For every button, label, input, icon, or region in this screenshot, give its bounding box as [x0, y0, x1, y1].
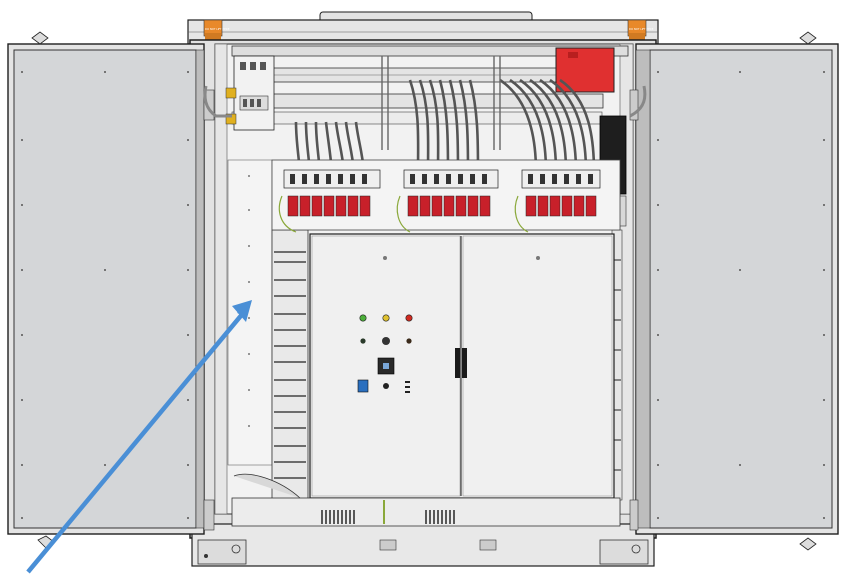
warning-label-left: DO NOT LIFT HERE: [203, 19, 230, 41]
door-handle-icon: [455, 348, 467, 378]
svg-text:DO NOT LIFT HERE: DO NOT LIFT HERE: [629, 27, 654, 31]
cabinet-base: [191, 523, 655, 567]
left-cable-duct: [271, 229, 309, 501]
top-rail: [231, 45, 629, 57]
indicator-lamp-icon: [359, 314, 367, 322]
breaker-group-3: [521, 169, 601, 217]
left-door: [7, 31, 215, 549]
indicator-lamp-icon: [382, 314, 390, 322]
left-mounting-plate: [227, 159, 273, 466]
indicator-lamp-icon: [405, 314, 413, 322]
selector-switch-icon: [377, 357, 395, 375]
hinge-icon: [799, 31, 817, 45]
indicator-lamps: [359, 314, 413, 345]
warning-label-right: DO NOT LIFT HERE: [627, 19, 654, 41]
red-enclosure-box: [555, 47, 615, 93]
hinge-icon: [31, 31, 49, 45]
right-door: [629, 31, 839, 551]
svg-text:DO NOT LIFT HERE: DO NOT LIFT HERE: [205, 27, 230, 31]
breaker-group-1: [283, 169, 381, 217]
breaker-group-2: [403, 169, 499, 217]
pointer-arrow-icon: [26, 308, 248, 574]
control-buttons: [357, 379, 410, 393]
